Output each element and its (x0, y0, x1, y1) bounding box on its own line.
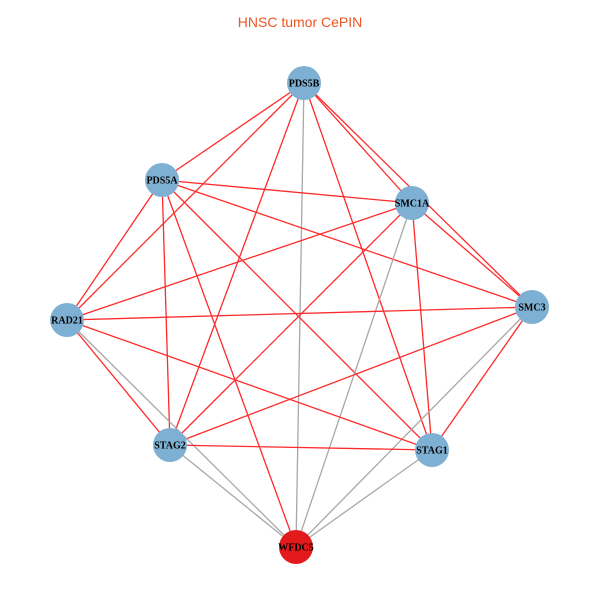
edge-stag2-stag1 (169, 444, 433, 451)
node-label: RAD21 (51, 316, 83, 327)
node-label: SMC1A (395, 199, 430, 210)
edge-smc3-stag2 (169, 306, 533, 446)
node-smc3: SMC3 (515, 290, 549, 324)
edge-pds5a-smc3 (161, 179, 533, 308)
node-label: PDS5A (146, 176, 178, 187)
edge-smc3-rad21 (66, 306, 533, 321)
node-smc1a: SMC1A (395, 186, 430, 220)
edge-smc1a-stag2 (169, 202, 413, 446)
edge-stag2-wfdc5 (169, 444, 297, 548)
node-label: STAG1 (416, 446, 448, 457)
edges-layer (66, 82, 533, 548)
node-circle (287, 66, 321, 100)
edge-pds5a-wfdc5 (161, 179, 297, 548)
node-circle (145, 163, 179, 197)
node-stag1: STAG1 (415, 433, 449, 467)
edge-smc1a-smc3 (411, 202, 533, 308)
edge-stag1-wfdc5 (295, 449, 433, 548)
edge-smc3-wfdc5 (295, 306, 533, 548)
edge-pds5b-rad21 (66, 82, 305, 321)
edge-smc1a-rad21 (66, 202, 413, 321)
node-label: STAG2 (154, 441, 186, 452)
node-circle (153, 428, 187, 462)
node-circle (415, 433, 449, 467)
node-circle (395, 186, 429, 220)
edge-pds5b-pds5a (161, 82, 305, 181)
edge-rad21-stag2 (66, 319, 171, 446)
chart-title: HNSC tumor CePIN (237, 14, 363, 30)
node-pds5b: PDS5B (287, 66, 321, 100)
edge-pds5b-stag2 (169, 82, 305, 446)
edge-pds5b-smc1a (303, 82, 413, 204)
node-label: WFDC5 (278, 543, 314, 554)
node-circle (279, 530, 313, 564)
node-circle (515, 290, 549, 324)
edge-pds5a-smc1a (161, 179, 413, 204)
edge-pds5b-stag1 (303, 82, 433, 451)
edge-pds5a-stag2 (161, 179, 171, 446)
node-stag2: STAG2 (153, 428, 187, 462)
edge-smc3-stag1 (431, 306, 533, 451)
node-rad21: RAD21 (50, 303, 84, 337)
node-label: SMC3 (518, 303, 545, 314)
edge-rad21-stag1 (66, 319, 433, 451)
edge-pds5a-stag1 (161, 179, 433, 451)
node-wfdc5: WFDC5 (278, 530, 314, 564)
edge-pds5a-rad21 (66, 179, 163, 321)
edge-smc1a-stag1 (411, 202, 433, 451)
node-pds5a: PDS5A (145, 163, 179, 197)
node-label: PDS5B (289, 79, 320, 90)
node-circle (50, 303, 84, 337)
